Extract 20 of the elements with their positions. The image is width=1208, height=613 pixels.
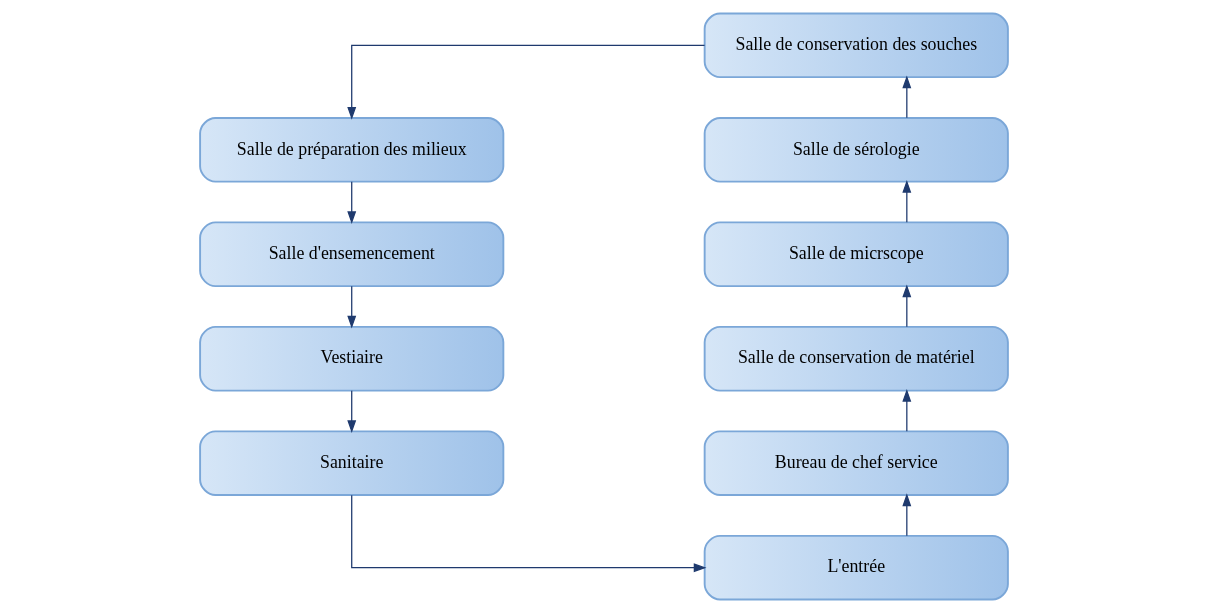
node-box: Salle de conservation de matériel: [703, 325, 1009, 392]
arrow: [902, 388, 912, 432]
arrow: [902, 284, 912, 328]
arrow: [347, 181, 357, 225]
node-box: Salle de micrscope: [703, 221, 1009, 288]
node-box: L'entrée: [703, 534, 1009, 601]
node-box: Sanitaire: [199, 430, 505, 497]
arrow: [902, 75, 912, 119]
arrow: [902, 493, 912, 537]
arrow: [347, 44, 706, 120]
node-box: Bureau de chef service: [703, 430, 1009, 497]
arrow: [351, 494, 707, 573]
arrow: [902, 179, 912, 223]
node-box: Vestiaire: [199, 325, 505, 392]
node-box: Salle de préparation des milieux: [199, 116, 505, 183]
node-box: Salle de sérologie: [703, 116, 1009, 183]
node-box: Salle de conservation des souches: [703, 12, 1009, 79]
arrow: [347, 285, 357, 329]
node-box: Salle d'ensemencement: [199, 221, 505, 288]
arrow: [347, 390, 357, 434]
